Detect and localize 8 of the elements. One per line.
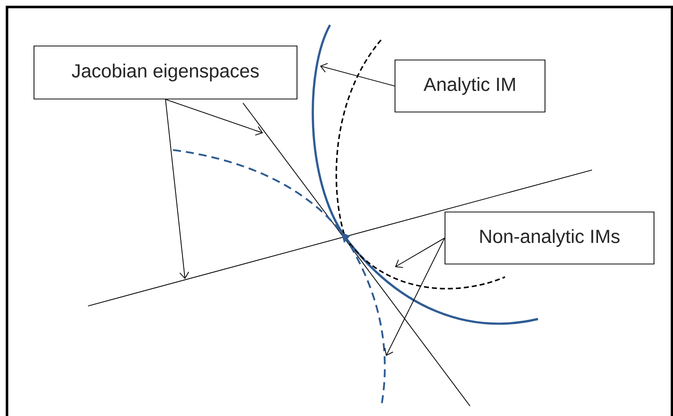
label-box: Analytic IM [394,60,546,112]
leader-line [165,99,263,136]
label-box: Non-analytic IMs [444,212,654,264]
label-box: Jacobian eigenspaces [34,46,298,100]
leader-line [320,62,395,86]
leader-line [165,99,190,279]
leader-line [384,238,445,356]
leader-line [395,238,445,268]
